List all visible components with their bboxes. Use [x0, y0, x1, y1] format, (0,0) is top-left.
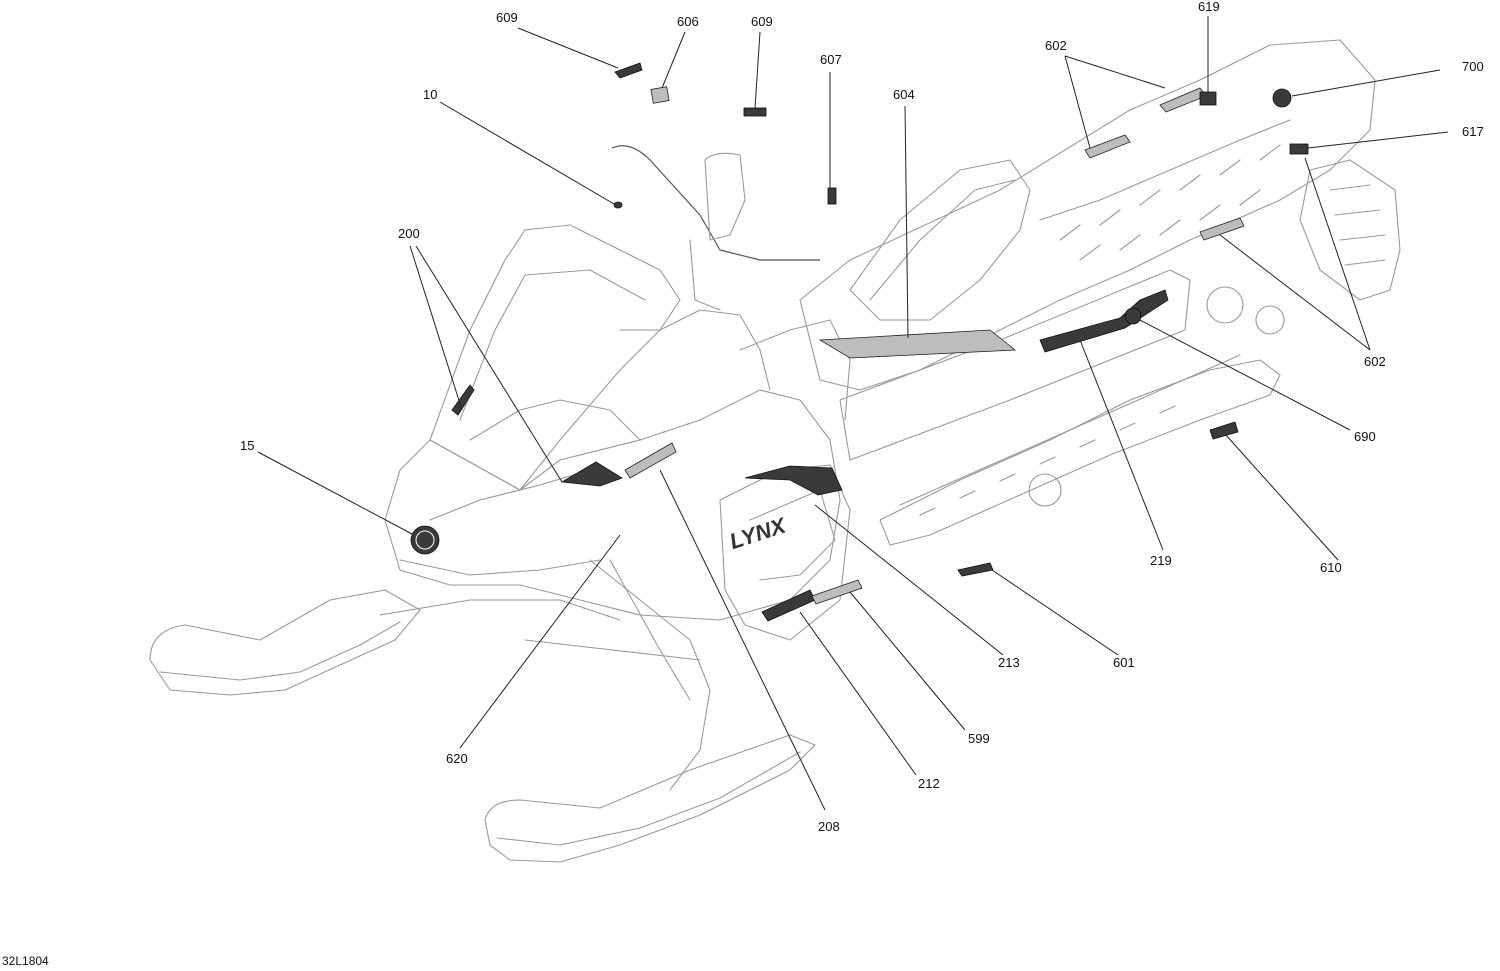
callout-604: 604 [893, 87, 915, 102]
callout-219: 219 [1150, 553, 1172, 568]
decal-609-front [614, 62, 643, 79]
decal-219 [1039, 289, 1169, 353]
callout-labels: 609 606 609 607 604 602 619 700 617 10 2… [240, 0, 1484, 834]
decal-601 [957, 562, 994, 577]
callout-690: 690 [1354, 429, 1376, 444]
decal-606 [650, 86, 670, 104]
callout-700: 700 [1462, 59, 1484, 74]
hood [384, 389, 841, 621]
decal-619 [1199, 91, 1217, 106]
decal-602-right [1199, 217, 1245, 241]
decal-599 [811, 579, 863, 605]
callout-620: 620 [446, 751, 468, 766]
decal-213 [744, 465, 843, 496]
rear-idler-wheel [1206, 286, 1244, 324]
decal-208 [624, 442, 677, 479]
callout-10: 10 [423, 87, 437, 102]
callout-601: 601 [1113, 655, 1135, 670]
decal-604 [818, 329, 1017, 359]
drawing-code: 32L1804 [2, 954, 49, 968]
decal-200-left [451, 384, 475, 416]
decal-602-top [1159, 87, 1207, 113]
callout-610: 610 [1320, 560, 1342, 575]
callout-602-right: 602 [1364, 354, 1386, 369]
windshield [429, 224, 681, 491]
callout-599: 599 [968, 731, 990, 746]
callout-609-front: 609 [496, 10, 518, 25]
callout-213: 213 [998, 655, 1020, 670]
decal-213-brand-text: LYNX [726, 512, 789, 554]
seat [849, 159, 1031, 321]
left-ski [149, 589, 421, 696]
decal-15-emblem [410, 525, 440, 555]
right-ski [484, 734, 816, 863]
callout-609-top: 609 [751, 14, 773, 29]
callout-617: 617 [1462, 124, 1484, 139]
callout-602-top: 602 [1045, 38, 1067, 53]
decal-617 [1289, 143, 1309, 155]
callout-619: 619 [1198, 0, 1220, 14]
leader-lines [257, 16, 1449, 811]
snowmobile-drawing [149, 39, 1401, 863]
decal-602-left [1084, 134, 1131, 159]
decal-610 [1209, 421, 1239, 440]
callout-606: 606 [677, 14, 699, 29]
front-suspension [589, 559, 711, 791]
decal-690 [1124, 307, 1142, 325]
callout-200: 200 [398, 226, 420, 241]
callout-212: 212 [918, 776, 940, 791]
decal-700 [1272, 88, 1292, 108]
decals: LYNX [410, 62, 1309, 622]
rear-flap [1299, 159, 1401, 301]
handlebar [611, 145, 820, 261]
decal-200-right [560, 461, 623, 487]
callout-607: 607 [820, 52, 842, 67]
decal-607 [827, 187, 837, 205]
callout-208: 208 [818, 819, 840, 834]
callout-15: 15 [240, 438, 254, 453]
track [879, 359, 1281, 546]
decal-10 [613, 201, 623, 209]
decal-609-top [743, 107, 767, 117]
